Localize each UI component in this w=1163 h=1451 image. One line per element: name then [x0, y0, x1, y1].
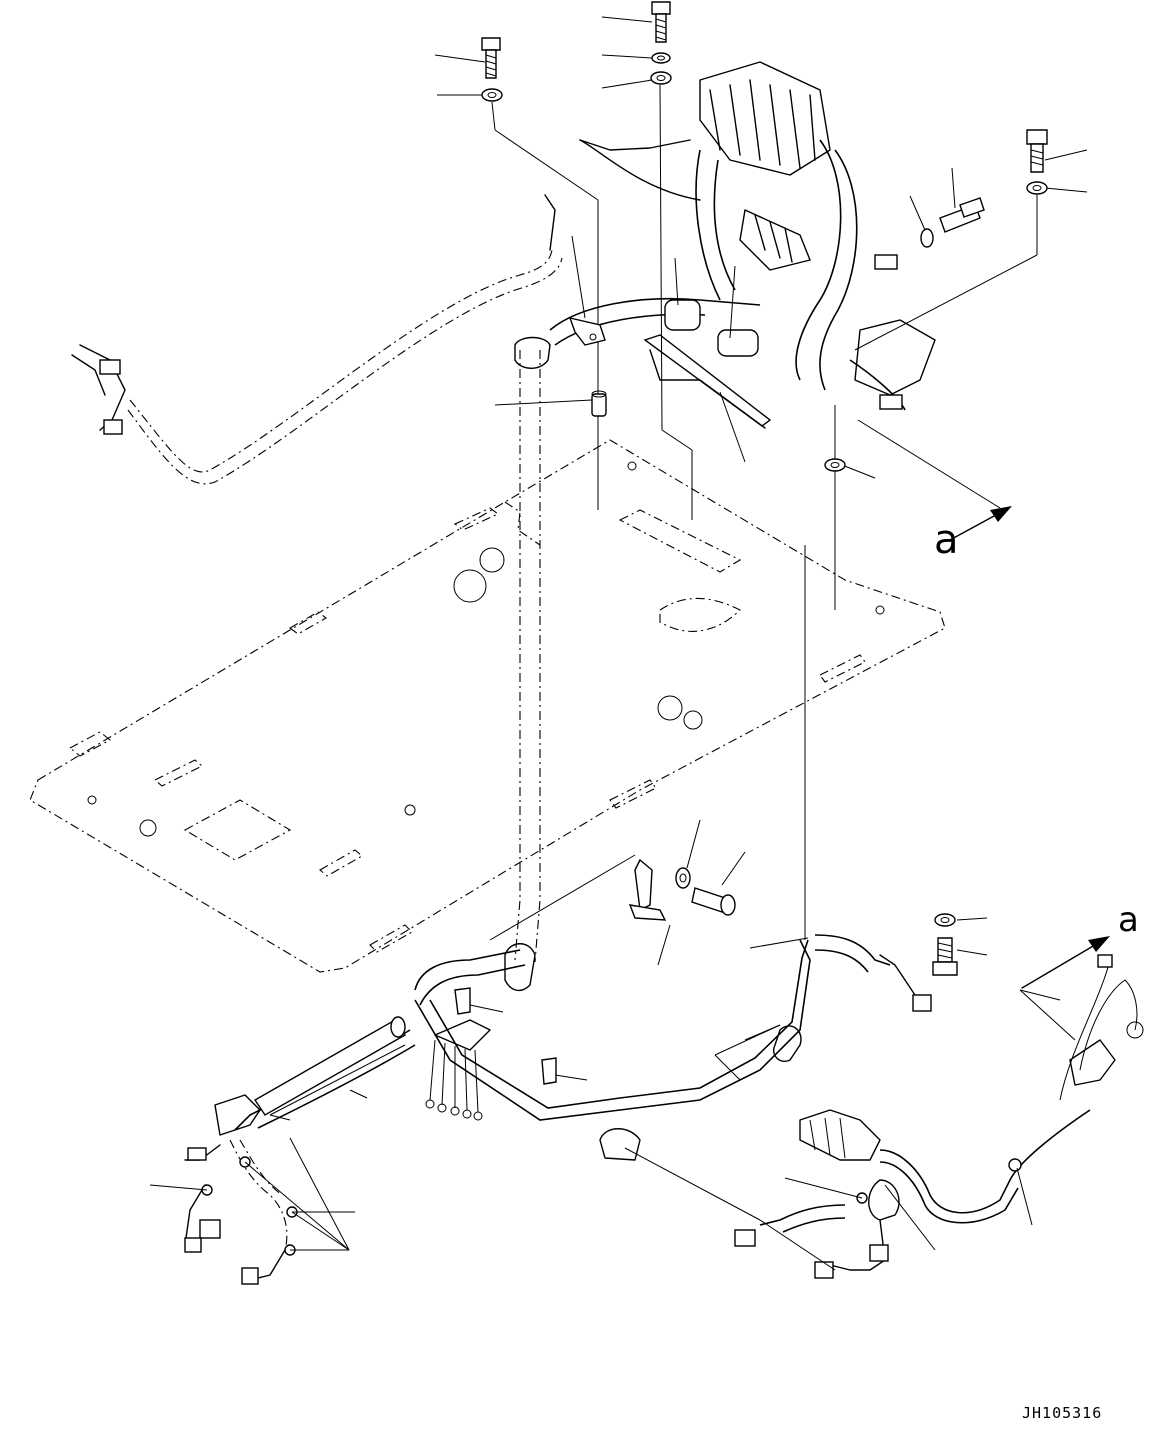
view-label-a-primary: a — [934, 517, 959, 563]
leader-lines-bottom — [149, 819, 1076, 1271]
left-harness-branch — [71, 194, 563, 485]
bolt-icon — [1026, 129, 1048, 173]
clamp-icon — [568, 317, 606, 346]
washer-icon — [481, 88, 503, 102]
fuse-box-assembly — [579, 61, 936, 411]
ground-strap — [628, 858, 667, 921]
washer-icon — [675, 867, 691, 889]
bolt-icon — [939, 197, 985, 233]
lower-right-harness-branch — [734, 954, 1144, 1279]
view-label-a-secondary: a — [1118, 900, 1139, 940]
lower-harness — [414, 934, 932, 1161]
protective-tube — [254, 1016, 406, 1116]
washer-icon — [920, 228, 934, 248]
bolt-icon — [932, 937, 958, 976]
washer-icon — [651, 52, 671, 64]
clamp-icon — [454, 987, 471, 1015]
support-bracket — [643, 334, 772, 429]
drawing-number: JH105316 — [1022, 1404, 1103, 1422]
view-arrow-a-primary — [949, 506, 1012, 541]
view-arrow-a-secondary — [1021, 936, 1110, 989]
floor-plate — [29, 439, 946, 973]
washer-icon — [1026, 181, 1048, 195]
vertical-harness — [514, 297, 761, 963]
bolt-icon — [691, 887, 736, 916]
washer-icon — [934, 913, 956, 927]
clamp-icon — [541, 1057, 557, 1085]
bolt-icon — [481, 37, 501, 79]
washer-icon — [650, 71, 672, 85]
washer-icon — [824, 458, 846, 472]
leader-lines-top — [434, 16, 1088, 940]
spacer-collar — [591, 390, 607, 417]
bolt-icon — [651, 1, 671, 43]
